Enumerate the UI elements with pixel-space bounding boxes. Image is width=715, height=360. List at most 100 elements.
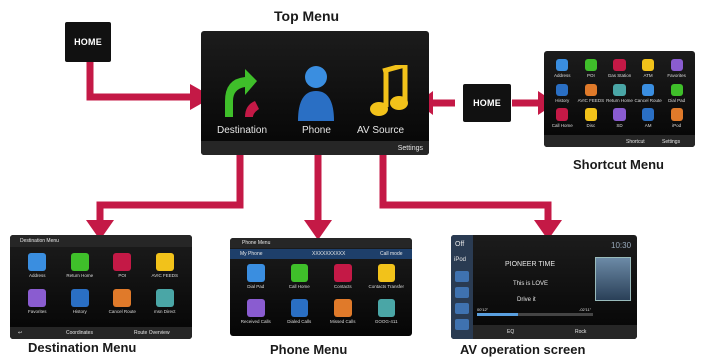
menu-tile[interactable]: Gas Station [605, 57, 634, 82]
menu-tile-icon [113, 289, 132, 307]
arrowhead-destination [86, 220, 114, 240]
menu-tile[interactable]: Contacts Transfer [365, 262, 409, 297]
shortcut-settings-tab[interactable]: Settings [662, 139, 681, 145]
menu-tile[interactable]: iPod [662, 106, 691, 131]
menu-tile-label: Missed Calls [329, 318, 356, 324]
menu-tile-icon [584, 59, 598, 72]
menu-tile-icon [670, 83, 683, 96]
menu-tile[interactable]: Call Home [548, 106, 577, 131]
av-side-icon-3[interactable] [455, 303, 469, 314]
route-overview-button[interactable]: Route Overview [134, 330, 170, 336]
menu-tile-icon [28, 253, 47, 271]
settings-button[interactable]: Settings [397, 145, 423, 152]
av-album-art [595, 257, 631, 301]
menu-tile[interactable]: SD [605, 106, 634, 131]
menu-tile[interactable]: Return Home [59, 251, 102, 287]
menu-tile[interactable]: Disc [577, 106, 606, 131]
menu-tile-label: msn Direct [153, 309, 176, 314]
home-button-left[interactable]: HOME [65, 22, 111, 62]
av-remaining: -02'11" [579, 307, 592, 312]
home-button-right[interactable]: HOME [463, 84, 511, 122]
menu-tile[interactable]: ATM [634, 57, 663, 82]
av-side-icon-1[interactable] [455, 271, 469, 282]
menu-tile-label: Return Home [606, 97, 633, 103]
destination-bottom-bar [10, 327, 192, 339]
av-source-icon[interactable] [369, 61, 409, 119]
menu-tile-label: AM [644, 122, 652, 128]
menu-tile[interactable]: Address [548, 57, 577, 82]
menu-tile[interactable]: History [59, 287, 102, 323]
menu-tile-label: GOOG-411 [374, 318, 398, 324]
menu-tile[interactable]: Address [16, 251, 59, 287]
menu-tile[interactable]: POI [101, 251, 144, 287]
menu-item-av-source[interactable]: AV Source [357, 125, 405, 136]
av-eq-button[interactable]: EQ [507, 329, 515, 335]
menu-tile[interactable]: msn Direct [144, 287, 187, 323]
av-screen-title: AV operation screen [460, 342, 586, 357]
menu-tile-icon [613, 83, 626, 96]
menu-tile[interactable]: AM [634, 106, 663, 131]
av-ipod-button[interactable]: iPod [454, 257, 467, 263]
menu-tile-label: SD [616, 122, 623, 128]
av-elapsed: 00'12" [477, 307, 489, 312]
menu-tile-icon [641, 83, 655, 96]
menu-tile[interactable]: Received Calls [234, 297, 278, 332]
menu-tile-icon [584, 108, 598, 121]
av-time: 10:30 [611, 241, 632, 250]
menu-tile-label: Cancel Route [634, 97, 662, 103]
menu-tile[interactable]: Favorites [662, 57, 691, 82]
menu-item-phone[interactable]: Phone [302, 125, 331, 136]
menu-tile[interactable]: Favorites [16, 287, 59, 323]
menu-tile[interactable]: History [548, 82, 577, 107]
shortcut-tab[interactable]: Shortcut [626, 139, 645, 145]
shortcut-menu-title: Shortcut Menu [573, 157, 664, 172]
phone-icon[interactable] [294, 63, 338, 121]
call-mode-button[interactable]: Call mode [380, 251, 403, 257]
menu-tile[interactable]: Dialed Calls [278, 297, 322, 332]
menu-tile[interactable]: GOOG-411 [365, 297, 409, 332]
destination-icon[interactable] [223, 65, 263, 121]
menu-tile[interactable]: Return Home [605, 82, 634, 107]
av-side-icon-2[interactable] [455, 287, 469, 298]
menu-tile[interactable]: AVIC FEEDS [577, 82, 606, 107]
av-bottom-bar [473, 325, 637, 339]
av-progress-track[interactable] [477, 313, 593, 316]
menu-tile-label: Address [28, 273, 46, 278]
menu-tile-icon [377, 264, 395, 282]
menu-tile-icon [113, 253, 132, 271]
menu-tile[interactable]: Cancel Route [101, 287, 144, 323]
menu-tile[interactable]: Contacts [321, 262, 365, 297]
menu-tile-icon [247, 299, 265, 317]
menu-tile[interactable]: AVIC FEEDS [144, 251, 187, 287]
phone-header-title: Phone Menu [242, 240, 271, 246]
phone-name: My Phone [240, 251, 263, 257]
menu-tile[interactable]: Call Home [278, 262, 322, 297]
coordinates-button[interactable]: Coordinates [66, 330, 93, 336]
top-menu-bottom-bar [201, 141, 429, 155]
av-track-title: PIONEER TIME [505, 261, 556, 268]
menu-tile-icon [670, 108, 683, 121]
phone-header [230, 238, 412, 248]
back-icon[interactable]: ↩ [18, 330, 23, 336]
menu-tile[interactable]: Cancel Route [634, 82, 663, 107]
menu-tile[interactable]: POI [577, 57, 606, 82]
menu-tile-icon [247, 264, 265, 282]
av-side-icon-4[interactable] [455, 319, 469, 330]
menu-tile-icon [613, 59, 626, 72]
menu-tile-icon [70, 253, 89, 271]
menu-tile-label: Address [554, 73, 571, 79]
av-off-button[interactable]: Off [455, 241, 465, 248]
menu-tile-icon [290, 264, 308, 282]
menu-tile[interactable]: Dial Pad [662, 82, 691, 107]
menu-tile[interactable]: Dial Pad [234, 262, 278, 297]
menu-tile[interactable]: Missed Calls [321, 297, 365, 332]
menu-tile-label: Call Home [288, 283, 310, 289]
menu-tile-label: Favorites [667, 73, 686, 79]
menu-item-destination[interactable]: Destination [217, 125, 268, 136]
menu-tile-label: Dial Pad [247, 283, 265, 289]
menu-tile-icon [613, 108, 626, 121]
av-operation-screen: Off iPod PIONEER TIME This is LOVE Drive… [451, 235, 637, 339]
av-genre: Rock [575, 329, 587, 335]
phone-number: XXXXXXXXXX [312, 251, 346, 257]
